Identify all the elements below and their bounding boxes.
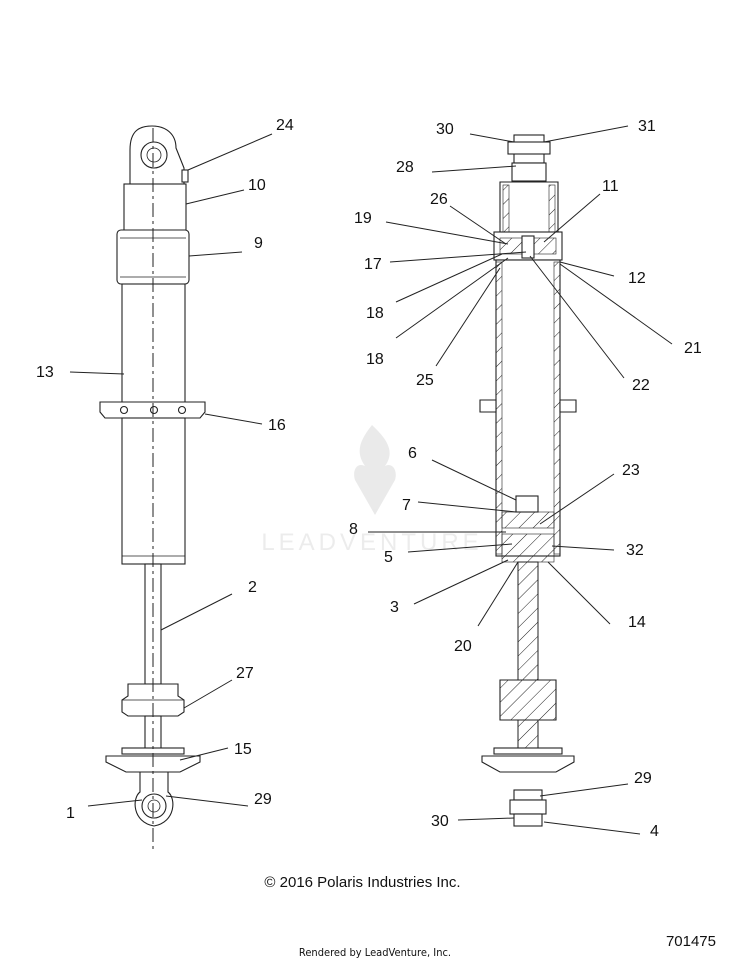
top-eyelet-bushing: [140, 141, 168, 169]
callout-20: 20: [454, 638, 472, 655]
callout-17: 17: [364, 256, 382, 273]
callout-16: 16: [268, 417, 286, 434]
callout-5: 5: [384, 549, 393, 566]
body-cap-10: [123, 183, 187, 233]
leader-lines: [69, 125, 673, 835]
callout-31: 31: [638, 118, 656, 135]
callout-29-left: 29: [254, 791, 272, 808]
callout-21: 21: [684, 340, 702, 357]
callout-26: 26: [430, 191, 448, 208]
callout-14: 14: [628, 614, 646, 631]
callout-15: 15: [234, 741, 252, 758]
callout-3: 3: [390, 599, 399, 616]
flame-logo-icon: [354, 425, 396, 515]
callout-11: 11: [602, 178, 619, 195]
watermark: LEADVENTURE: [261, 425, 482, 556]
callout-4: 4: [650, 823, 659, 840]
callout-8: 8: [349, 521, 358, 538]
part-number: 701475: [665, 933, 716, 950]
callout-18-b: 18: [366, 351, 384, 368]
callout-24: 24: [276, 117, 294, 134]
callouts: 24 10 9 13 16 2 27 15 1 29 30 31 28 26 1…: [36, 117, 702, 840]
callout-13: 13: [36, 364, 54, 381]
watermark-text: LEADVENTURE: [261, 529, 482, 556]
callout-23: 23: [622, 462, 640, 479]
callout-9: 9: [254, 235, 263, 252]
callout-29-right: 29: [634, 770, 652, 787]
callout-2: 2: [248, 579, 257, 596]
callout-28: 28: [396, 159, 414, 176]
callout-10: 10: [248, 177, 266, 194]
rendered-by-text: Rendered by LeadVenture, Inc.: [298, 946, 452, 959]
callout-27: 27: [236, 665, 254, 682]
right-shock-section: [479, 134, 577, 827]
callout-12: 12: [628, 270, 646, 287]
callout-25: 25: [416, 372, 434, 389]
copyright-text: © 2016 Polaris Industries Inc.: [264, 874, 461, 891]
callout-30-top: 30: [436, 121, 454, 138]
callout-1: 1: [66, 805, 75, 822]
callout-18-a: 18: [366, 305, 384, 322]
callout-7: 7: [402, 497, 411, 514]
callout-6: 6: [408, 445, 417, 462]
callout-19: 19: [354, 210, 372, 227]
callout-32: 32: [626, 542, 644, 559]
callout-30-bottom: 30: [431, 813, 449, 830]
left-shock-assembly: [99, 125, 206, 850]
callout-22: 22: [632, 377, 650, 394]
